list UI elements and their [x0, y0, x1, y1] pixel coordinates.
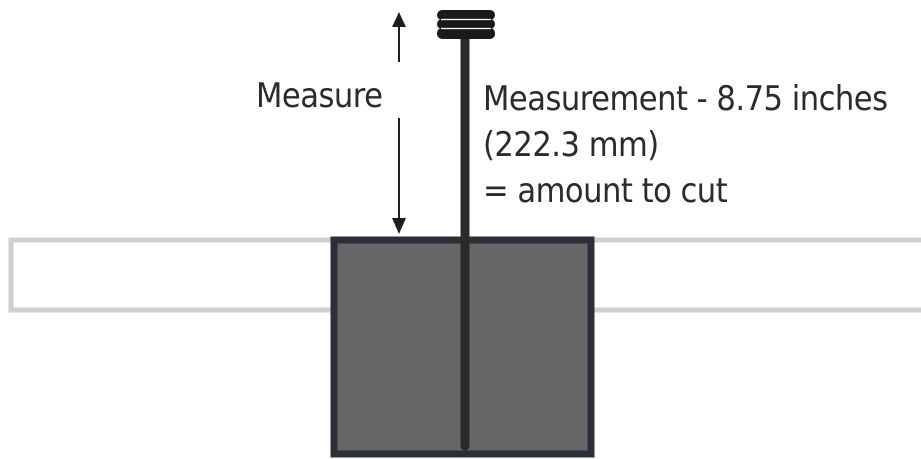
arrow-up-icon — [392, 12, 406, 62]
measurement-line-3: = amount to cut — [483, 171, 728, 211]
rod-handle-icon — [437, 10, 495, 39]
measurement-line-2: (222.3 mm) — [483, 125, 659, 165]
arrow-down-icon — [392, 118, 406, 234]
measure-label: Measure — [256, 76, 383, 116]
measurement-line-1: Measurement - 8.75 inches — [483, 79, 888, 119]
measurement-text: Measurement - 8.75 inches (222.3 mm) = a… — [483, 76, 888, 214]
